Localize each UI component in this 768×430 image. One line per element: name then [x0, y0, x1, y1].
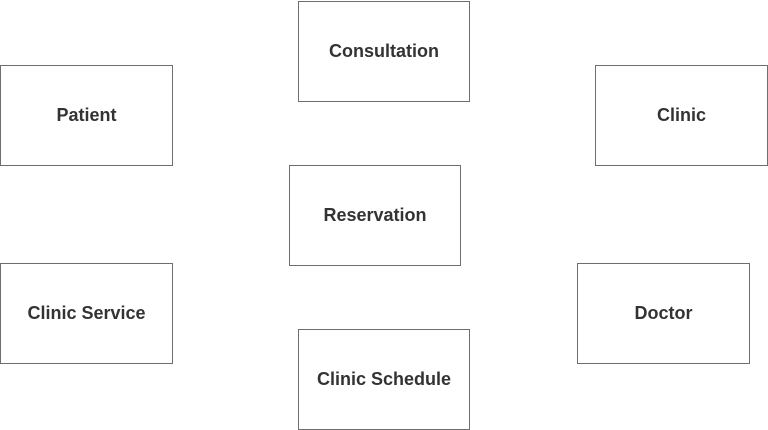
entity-label-patient: Patient [56, 105, 117, 125]
entity-consultation[interactable]: Consultation [298, 1, 470, 102]
entity-clinic[interactable]: Clinic [595, 65, 768, 166]
entity-label-clinic: Clinic [656, 105, 706, 125]
entity-label-clinic-schedule: Clinic Schedule [316, 369, 452, 389]
entity-clinic-schedule[interactable]: Clinic Schedule [298, 329, 470, 430]
entity-label-consultation: Consultation [329, 41, 439, 61]
entity-label-clinic-service: Clinic Service [27, 303, 146, 323]
entity-clinic-service[interactable]: Clinic Service [0, 263, 173, 364]
entity-doctor[interactable]: Doctor [577, 263, 750, 364]
entity-label-doctor: Doctor [634, 303, 693, 323]
entity-reservation[interactable]: Reservation [289, 165, 461, 266]
entity-patient[interactable]: Patient [0, 65, 173, 166]
entity-label-reservation: Reservation [323, 205, 427, 225]
